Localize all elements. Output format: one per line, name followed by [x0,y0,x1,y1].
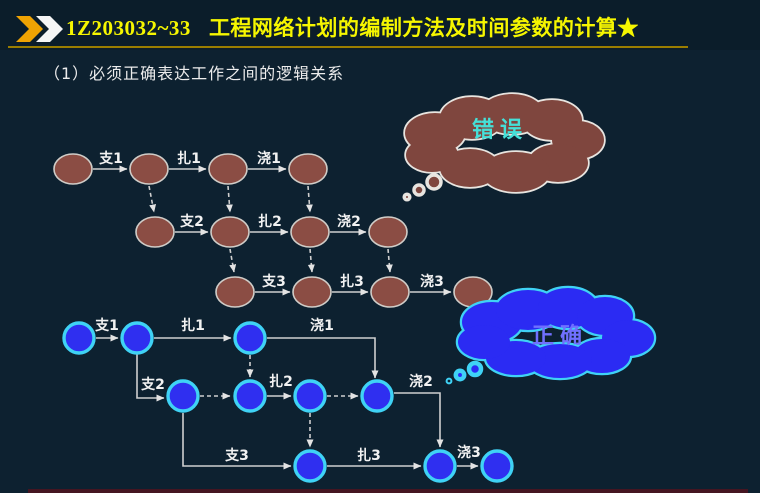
edge-label: 支1 [98,150,123,167]
network-node [166,379,200,413]
edge-label: 扎3 [340,273,364,290]
network-node [360,379,394,413]
network-node [368,216,408,248]
wrong-callout-cloud: 错误 [402,92,606,202]
edge-label: 浇1 [310,317,334,334]
header-divider [8,46,688,48]
thought-bubble [402,192,412,202]
edge-label: 扎2 [269,373,293,390]
page-title: 1Z203032~33 工程网络计划的编制方法及时间参数的计算★ [66,12,756,42]
correct-network-diagram: 支1 扎1 浇1 支2 扎2 浇2 支3 扎3 浇3 [62,317,514,483]
network-node [53,153,93,185]
dependency-arrow-dashed [307,248,315,273]
network-node [288,153,328,185]
dependency-arrow-dashed [385,248,393,273]
dependency-arrow-dashed [229,248,237,273]
network-node [135,216,175,248]
correct-callout-cloud: 正确 [445,285,657,385]
edge-label: 浇3 [420,273,444,290]
thought-bubble [425,173,443,191]
double-chevron-icon [16,16,63,42]
edge-label: 浇3 [457,444,481,461]
subtitle: （1）必须正确表达工作之间的逻辑关系 [44,64,345,83]
footer-accent-bar [28,489,748,493]
thought-bubble [453,368,467,382]
thought-bubble [445,377,453,385]
network-node [208,153,248,185]
dependency-arrow-dashed [305,185,313,213]
edge-label: 支2 [179,213,204,230]
elbow-arrow [136,354,165,402]
title-bar: 1Z203032~33 工程网络计划的编制方法及时间参数的计算★ [0,0,760,50]
thought-bubble [466,360,484,378]
network-node [215,276,255,308]
edge-label: 扎1 [177,150,201,167]
wrong-network-diagram: 支1 扎1 浇1 支2 扎2 浇2 支3 扎3 浇3 [53,150,493,308]
network-node [233,379,267,413]
network-node [423,449,457,483]
edge-label: 浇2 [409,373,433,390]
network-node [233,321,267,355]
elbow-arrow [182,413,292,470]
edge-label: 支1 [94,317,119,334]
edge-label: 浇2 [337,213,361,230]
wrong-callout-label: 错误 [472,117,528,143]
dependency-arrow-dashed [148,185,157,213]
elbow-arrow [394,392,444,448]
edge-label: 支2 [140,376,165,393]
network-node [480,449,514,483]
network-node [293,379,327,413]
title-text: 工程网络计划的编制方法及时间参数的计算★ [208,16,639,40]
edge-label: 扎1 [181,317,205,334]
dependency-arrow-dashed [225,185,233,213]
network-node [290,216,330,248]
edge-label: 扎2 [258,213,282,230]
correct-callout-label: 正确 [532,323,588,349]
network-node [292,276,332,308]
network-node [62,321,96,355]
thought-bubble [412,183,426,197]
elbow-arrow [267,337,379,379]
network-node [293,449,327,483]
network-node [210,216,250,248]
network-node [129,153,169,185]
title-code: 1Z203032~33 [66,16,191,40]
edge-label: 浇1 [257,150,281,167]
edge-label: 支3 [261,273,286,290]
edge-label: 支3 [224,447,249,464]
network-node [120,321,154,355]
network-node [370,276,410,308]
edge-label: 扎3 [357,447,381,464]
